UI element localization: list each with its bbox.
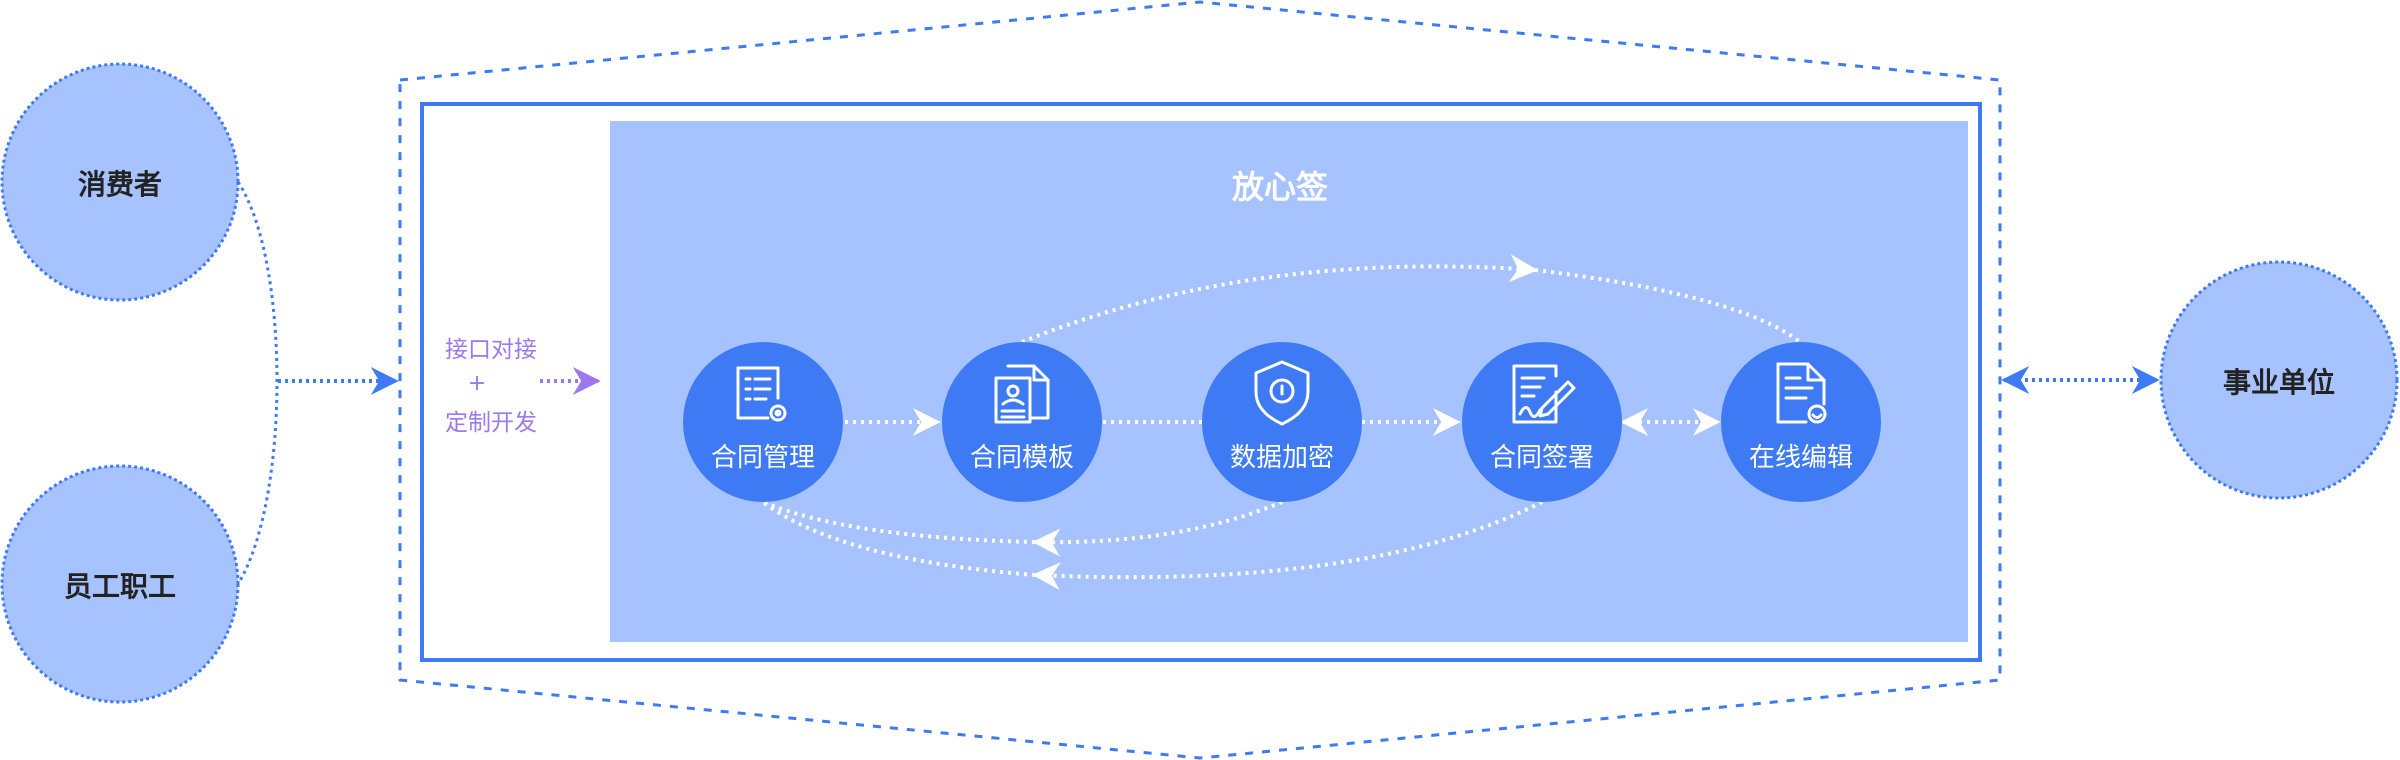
actor-bracket bbox=[236, 181, 279, 585]
node-contract-signing[interactable]: 合同签署 bbox=[1462, 342, 1622, 502]
outer-dashed-frame bbox=[398, 0, 2002, 760]
flow-lower-arc-to-manage bbox=[762, 500, 1036, 544]
node-contract-template-label: 合同模板 bbox=[970, 443, 1074, 473]
node-online-editing[interactable]: 在线编辑 bbox=[1721, 342, 1881, 502]
node-online-editing-label: 在线编辑 bbox=[1749, 443, 1853, 473]
flow-encrypt-to-lower-arc bbox=[1032, 500, 1283, 557]
document-signature-icon bbox=[1512, 364, 1576, 424]
integration-line1: 接口对接 bbox=[445, 337, 537, 363]
shield-lock-icon bbox=[1254, 360, 1310, 426]
node-contract-management-label: 合同管理 bbox=[711, 443, 815, 473]
actor-institution: 事业单位 bbox=[2159, 260, 2399, 500]
flow-arrows bbox=[761, 254, 1802, 591]
document-user-icon bbox=[994, 364, 1050, 424]
actor-consumer-label: 消费者 bbox=[78, 168, 162, 201]
actor-employee: 员工职工 bbox=[0, 464, 240, 704]
node-data-encryption[interactable]: 数据加密 bbox=[1202, 342, 1362, 502]
node-contract-management[interactable]: 合同管理 bbox=[683, 342, 843, 502]
actor-consumer: 消费者 bbox=[0, 62, 240, 302]
document-gear-icon bbox=[736, 366, 787, 422]
actor-employee-label: 员工职工 bbox=[64, 570, 176, 603]
platform-title: 放心签 bbox=[1232, 168, 1328, 206]
node-data-encryption-label: 数据加密 bbox=[1230, 443, 1334, 473]
document-edit-icon bbox=[1776, 362, 1827, 424]
flow-top-arc-to-edit bbox=[1534, 268, 1802, 344]
node-contract-template[interactable]: 合同模板 bbox=[942, 342, 1102, 502]
node-contract-signing-label: 合同签署 bbox=[1490, 443, 1594, 473]
integration-plus: + bbox=[468, 371, 486, 396]
integration-line2: 定制开发 bbox=[445, 410, 537, 436]
actor-institution-label: 事业单位 bbox=[2223, 366, 2335, 399]
